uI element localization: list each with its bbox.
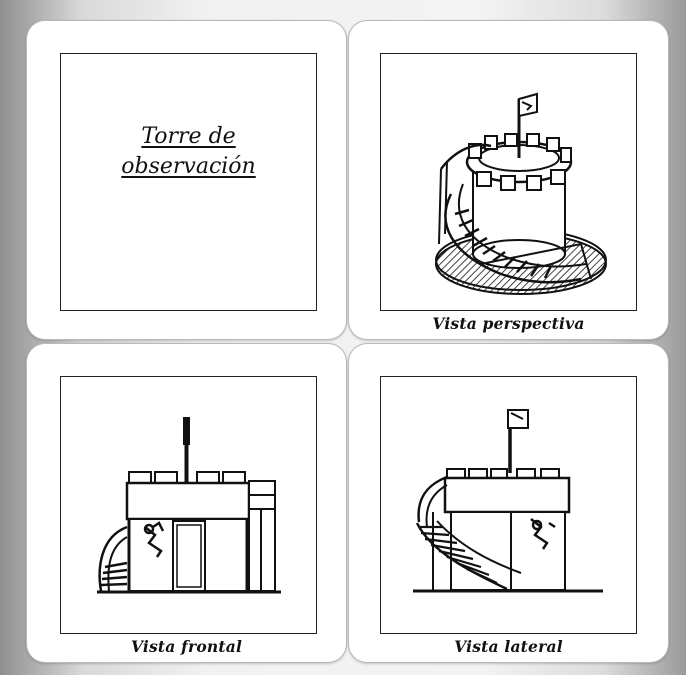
title-line-2: observación xyxy=(121,154,256,179)
perspective-caption: Vista perspectiva xyxy=(432,314,585,333)
front-frame xyxy=(60,376,317,634)
side-card: Vista lateral xyxy=(349,344,668,662)
side-caption: Vista lateral xyxy=(454,637,563,656)
tower-title: Torre de observación xyxy=(61,122,316,182)
front-caption: Vista frontal xyxy=(130,637,243,656)
side-frame xyxy=(380,376,637,634)
perspective-frame xyxy=(380,53,637,311)
front-drawing xyxy=(97,417,281,594)
perspective-card: Vista perspectiva xyxy=(349,21,668,339)
title-card: Torre de observación xyxy=(27,21,346,339)
side-drawing xyxy=(413,409,603,593)
title-frame: Torre de observación xyxy=(60,53,317,311)
front-card: Vista frontal xyxy=(27,344,346,662)
perspective-drawing xyxy=(435,92,607,295)
title-line-1: Torre de xyxy=(141,124,236,149)
